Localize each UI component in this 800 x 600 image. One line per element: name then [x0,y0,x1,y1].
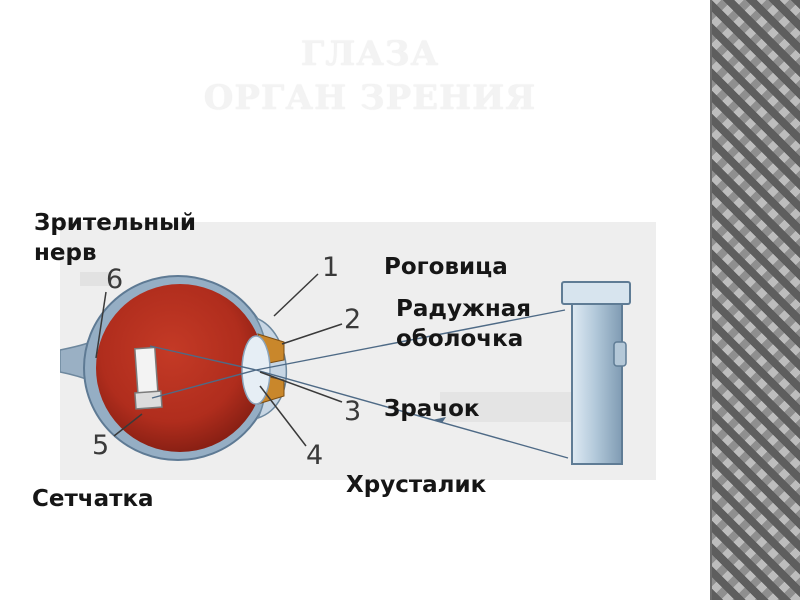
label-iris-line-2: оболочка [396,326,524,352]
leader-line-5 [113,413,143,437]
light-ray-top-inner [151,369,257,399]
title-line-2: ОРГАН ЗРЕНИЯ [203,78,537,118]
label-lens: Хрусталик [346,472,487,498]
label-retina: Сетчатка [32,486,154,512]
light-ray-top [255,309,566,371]
leader-line-1 [273,273,319,317]
marker-number-4: 4 [306,440,323,471]
marker-number-3: 3 [344,396,361,427]
label-cornea: Роговица [384,254,508,280]
background-texture [80,272,120,286]
slide-title: ГЛАЗА ОРГАН ЗРЕНИЯ [150,32,590,120]
marker-number-1: 1 [322,252,339,283]
label-optic-nerve: Зрительный нерв [34,208,196,268]
leader-line-4 [259,385,307,447]
leader-line-3 [259,371,343,403]
background-texture [440,392,590,422]
ray-arrowhead [432,417,446,423]
marker-number-5: 5 [92,430,109,461]
label-optic-nerve-line-2: нерв [34,240,97,266]
light-ray-bottom-inner [149,345,257,371]
eyeball-interior [96,284,264,452]
retina-image [134,346,163,410]
marker-number-2: 2 [344,304,361,335]
label-pupil: Зрачок [384,396,480,422]
label-iris: Радужная оболочка [396,294,531,354]
light-ray-bottom [255,369,569,459]
label-optic-nerve-line-1: Зрительный [34,210,197,236]
eye-diagram: 1 2 3 4 5 6 [60,222,656,480]
flashlight [561,281,631,465]
label-iris-line-1: Радужная [396,296,532,322]
marker-number-6: 6 [106,264,123,295]
leader-line-6 [95,291,107,359]
decorative-side-band [710,0,800,600]
leader-line-2 [281,323,343,345]
title-line-1: ГЛАЗА [300,34,440,74]
